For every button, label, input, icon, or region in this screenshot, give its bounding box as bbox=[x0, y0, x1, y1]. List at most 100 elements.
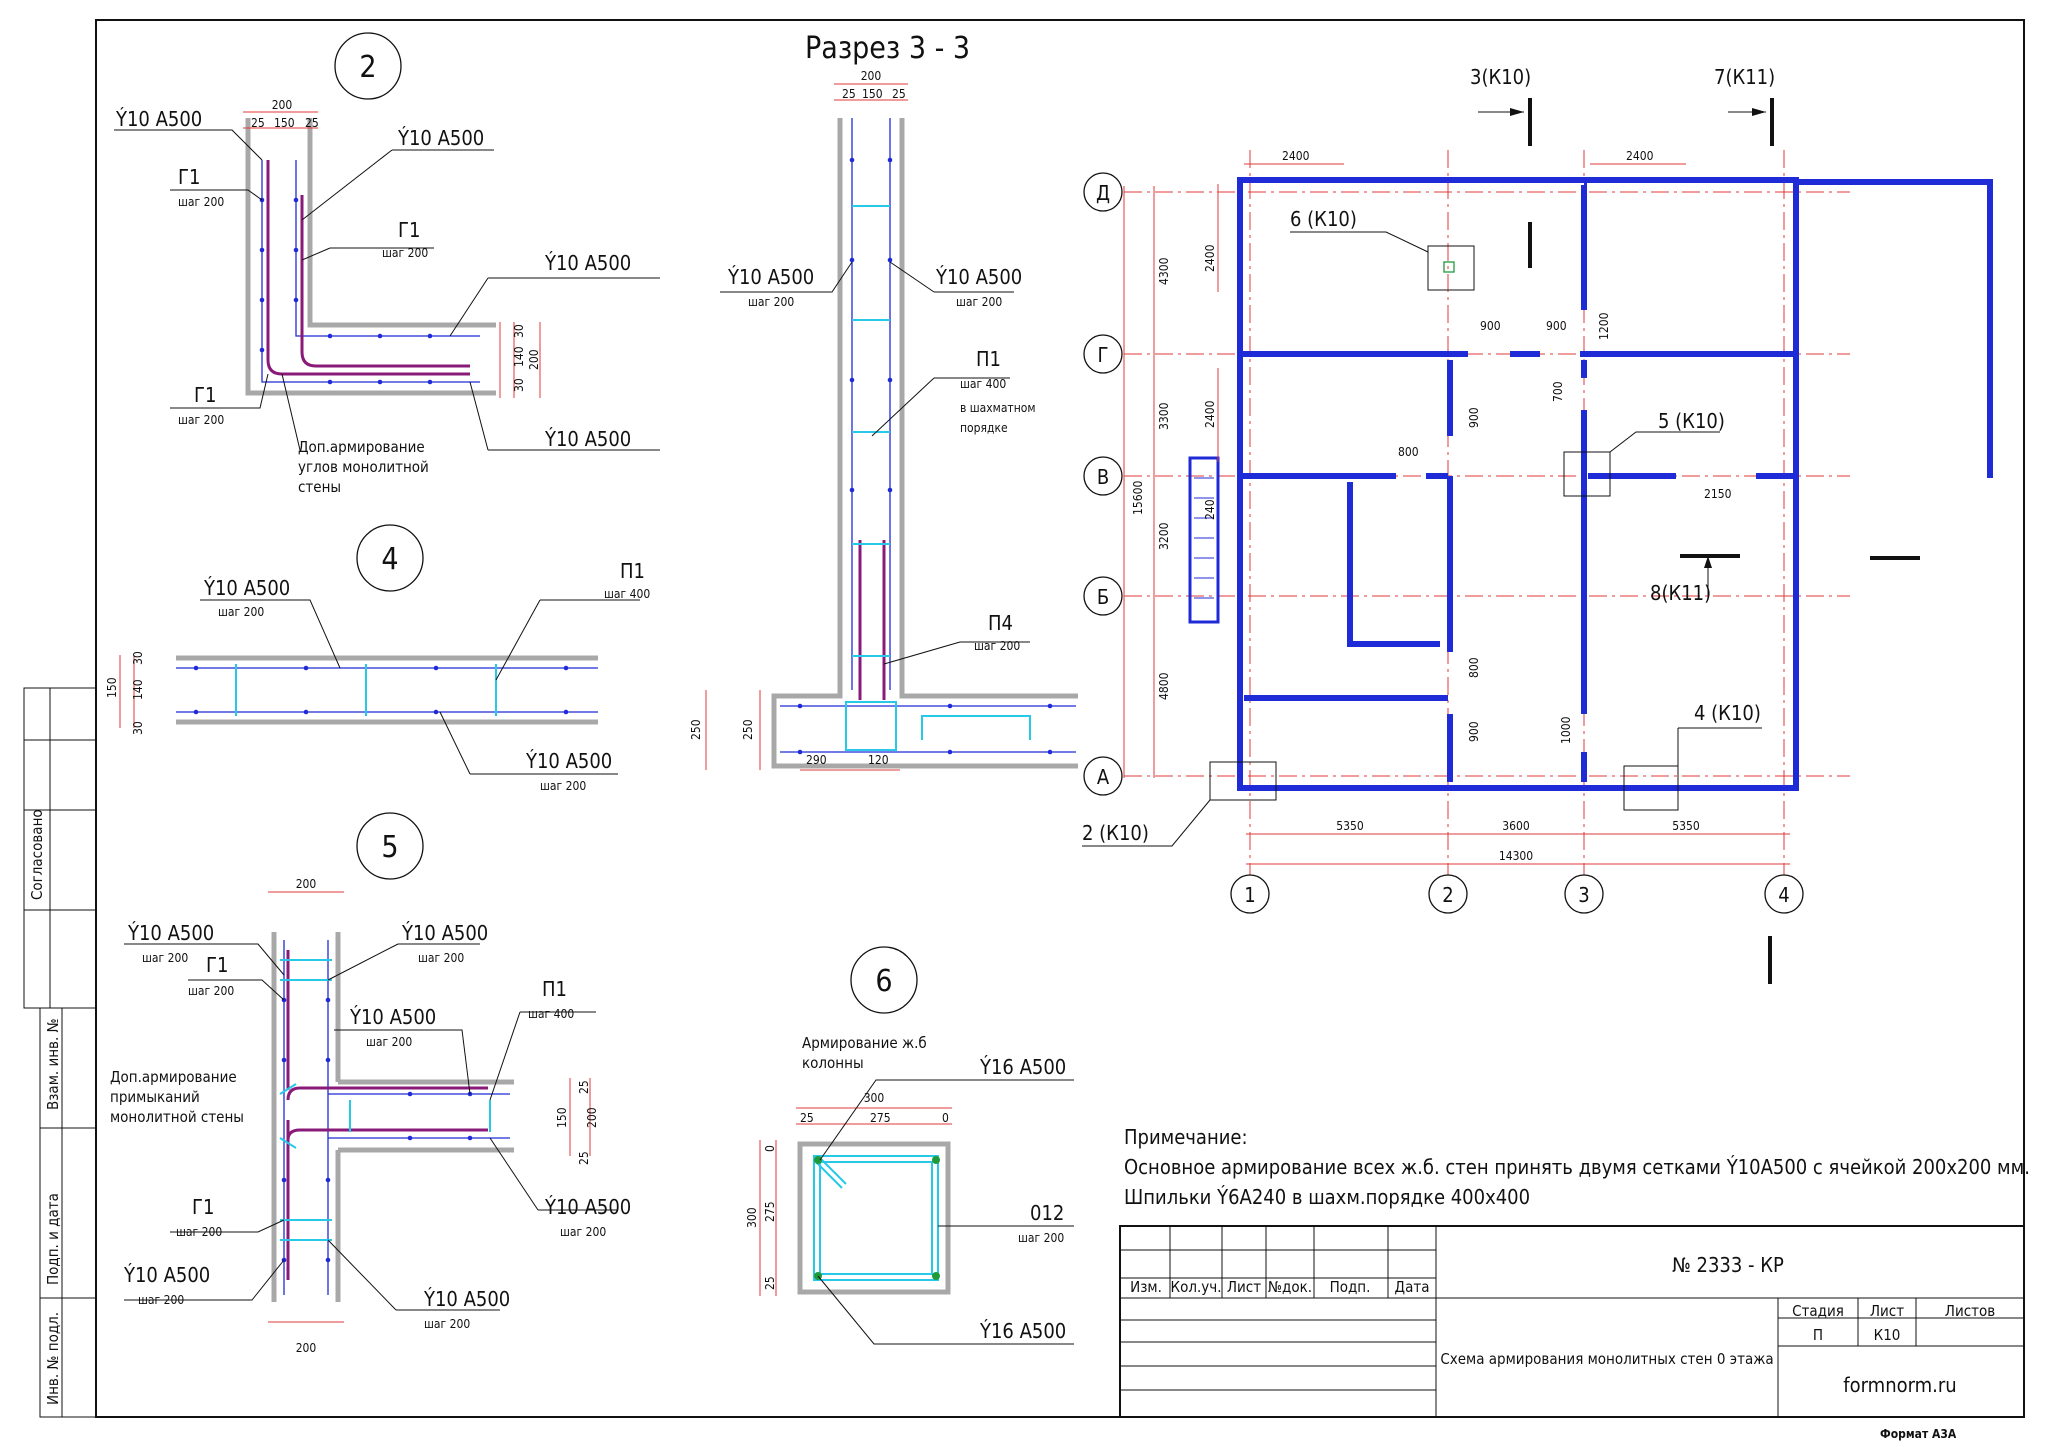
detail-2-label: Г1 bbox=[398, 218, 420, 242]
detail-2-dim: 140 bbox=[512, 346, 526, 367]
plan-marker: 2 (К10) bbox=[1082, 821, 1149, 845]
section-label: шаг 200 bbox=[748, 295, 794, 309]
title-col: Лист bbox=[1227, 1278, 1261, 1296]
section-label: шаг 200 bbox=[956, 295, 1002, 309]
axis-label-row: Д bbox=[1096, 181, 1110, 205]
section-dim: 150 bbox=[862, 87, 883, 101]
axis-bubble-row bbox=[1083, 456, 1123, 496]
detail-5-label: Ý10 A500 bbox=[423, 1287, 510, 1311]
section-label: Ý10 A500 bbox=[727, 265, 814, 289]
plan-dim-bottom: 14300 bbox=[1499, 849, 1533, 863]
detail-2-label: Г1 bbox=[194, 383, 216, 407]
detail-5-note: монолитной стены bbox=[110, 1108, 244, 1126]
detail-6-dim: 25 bbox=[800, 1111, 814, 1125]
detail-5-label: шаг 200 bbox=[424, 1317, 470, 1331]
detail-2-label: Ý10 A500 bbox=[544, 251, 631, 275]
title-col: Подп. bbox=[1330, 1278, 1371, 1296]
title-block: Изм. Кол.уч. Лист №док. Подп. Дата № 233… bbox=[1119, 1225, 2025, 1418]
detail-4-dim: 140 bbox=[131, 679, 145, 700]
plan-dim-inner: 900 bbox=[1480, 319, 1501, 333]
detail-5-dim: 200 bbox=[585, 1107, 599, 1128]
detail-6-number: 6 bbox=[875, 964, 892, 999]
detail-6-dim: 25 bbox=[763, 1276, 777, 1290]
plan-dim-bottom: 3600 bbox=[1502, 819, 1530, 833]
detail-5-dim: 150 bbox=[555, 1107, 569, 1128]
detail-2-label: шаг 200 bbox=[178, 413, 224, 427]
title-col: №док. bbox=[1268, 1278, 1312, 1296]
axis-label-col: 4 bbox=[1778, 883, 1789, 907]
axis-bubble-col bbox=[1764, 874, 1804, 914]
detail-2-note: стены bbox=[298, 478, 341, 496]
detail-2-dim: 30 bbox=[512, 324, 526, 338]
plan-dim-inner: 800 bbox=[1467, 657, 1481, 678]
detail-2-dim: 200 bbox=[527, 349, 541, 370]
plan-dim-left: 4800 bbox=[1157, 672, 1171, 700]
stairs bbox=[1188, 456, 1220, 624]
detail-6-dim: 300 bbox=[864, 1091, 885, 1105]
detail-5-label: шаг 200 bbox=[188, 984, 234, 998]
plan-dim-inner: 900 bbox=[1467, 407, 1481, 428]
detail-6-title: Армирование ж.б bbox=[802, 1034, 927, 1052]
detail-6-label: Ý16 A500 bbox=[979, 1319, 1066, 1343]
plan-dim-inner: 1000 bbox=[1559, 716, 1573, 744]
notes: Примечание: Основное армирование всех ж.… bbox=[1124, 1125, 2030, 1209]
detail-4-label: шаг 200 bbox=[218, 605, 264, 619]
detail-2-note: Доп.армирование bbox=[298, 438, 425, 456]
detail-6-bubble bbox=[850, 946, 918, 1014]
detail-4-bubble bbox=[356, 524, 424, 592]
stage-value: К10 bbox=[1874, 1326, 1901, 1344]
axis-label-col: 3 bbox=[1578, 883, 1589, 907]
plan-dim-left: 15600 bbox=[1131, 481, 1145, 515]
axis-bubble-col bbox=[1564, 874, 1604, 914]
plan-marker: 6 (К10) bbox=[1290, 207, 1357, 231]
detail-5-label: шаг 200 bbox=[560, 1225, 606, 1239]
detail-6-label: Ý16 A500 bbox=[979, 1055, 1066, 1079]
detail-4: 4 150 30 140 30 Ý10 A500 шаг 200 П1 шаг … bbox=[105, 524, 650, 793]
title-col: Изм. bbox=[1130, 1278, 1162, 1296]
axis-bubble-row bbox=[1083, 756, 1123, 796]
plan-dim-bottom: 5350 bbox=[1336, 819, 1364, 833]
side-stamp: Согласовано Взам. инв. № Подп. и дата Ин… bbox=[23, 687, 97, 1418]
sheet-description: Схема армирования монолитных стен 0 этаж… bbox=[1440, 1350, 1773, 1368]
detail-6-title: колонны bbox=[802, 1054, 864, 1072]
sheet-format: Формат А3А bbox=[1880, 1427, 1957, 1441]
stage-value: П bbox=[1813, 1326, 1823, 1344]
section-label: П1 bbox=[976, 347, 1001, 371]
section-label: в шахматном bbox=[960, 401, 1036, 415]
detail-5-label: Ý10 A500 bbox=[127, 921, 214, 945]
plan-dim-inner: 1200 bbox=[1597, 312, 1611, 340]
org-name: formnorm.ru bbox=[1843, 1373, 1956, 1397]
detail-2-label: Ý10 A500 bbox=[115, 107, 202, 131]
detail-2-label: шаг 200 bbox=[178, 195, 224, 209]
detail-6-dim: 0 bbox=[942, 1111, 949, 1125]
detail-5-note: примыканий bbox=[110, 1088, 200, 1106]
plan-marker: 8(К11) bbox=[1650, 581, 1711, 605]
detail-5-number: 5 bbox=[381, 830, 398, 865]
notes-line: Шпильки Ý6A240 в шахм.порядке 400x400 bbox=[1124, 1185, 1530, 1209]
detail-6: 6 300 25 275 0 0 275 25 300 Армирование … bbox=[745, 946, 1074, 1345]
detail-2-label: шаг 200 bbox=[382, 246, 428, 260]
detail-5-label: шаг 200 bbox=[366, 1035, 412, 1049]
detail-2-number: 2 bbox=[359, 50, 376, 85]
detail-5-dim: 200 bbox=[296, 877, 317, 891]
detail-5-label: шаг 200 bbox=[138, 1293, 184, 1307]
detail-5-note: Доп.армирование bbox=[110, 1068, 237, 1086]
detail-2-dim: 200 bbox=[272, 98, 293, 112]
section-label: шаг 400 bbox=[960, 377, 1006, 391]
section-title: Разрез 3 - 3 bbox=[805, 31, 970, 66]
detail-5-label: Ý10 A500 bbox=[544, 1195, 631, 1219]
stage-header: Стадия bbox=[1792, 1302, 1844, 1320]
side-label-replaced: Взам. инв. № bbox=[44, 1018, 62, 1110]
detail-4-label: шаг 200 bbox=[540, 779, 586, 793]
detail-2-dim: 150 bbox=[274, 116, 295, 130]
detail-4-dim: 150 bbox=[105, 677, 119, 698]
section-dim: 200 bbox=[861, 69, 882, 83]
detail-2-label: Ý10 A500 bbox=[544, 427, 631, 451]
detail-2: 2 200 25 150 25 30 140 30 200 bbox=[114, 32, 660, 496]
detail-2-dim: 25 bbox=[305, 116, 319, 130]
notes-line: Основное армирование всех ж.б. стен прин… bbox=[1124, 1155, 2030, 1179]
detail-5-label: Ý10 A500 bbox=[401, 921, 488, 945]
axis-label-row: А bbox=[1097, 765, 1110, 789]
plan-marker: 5 (К10) bbox=[1658, 409, 1725, 433]
plan-dim-left: 4300 bbox=[1157, 257, 1171, 285]
